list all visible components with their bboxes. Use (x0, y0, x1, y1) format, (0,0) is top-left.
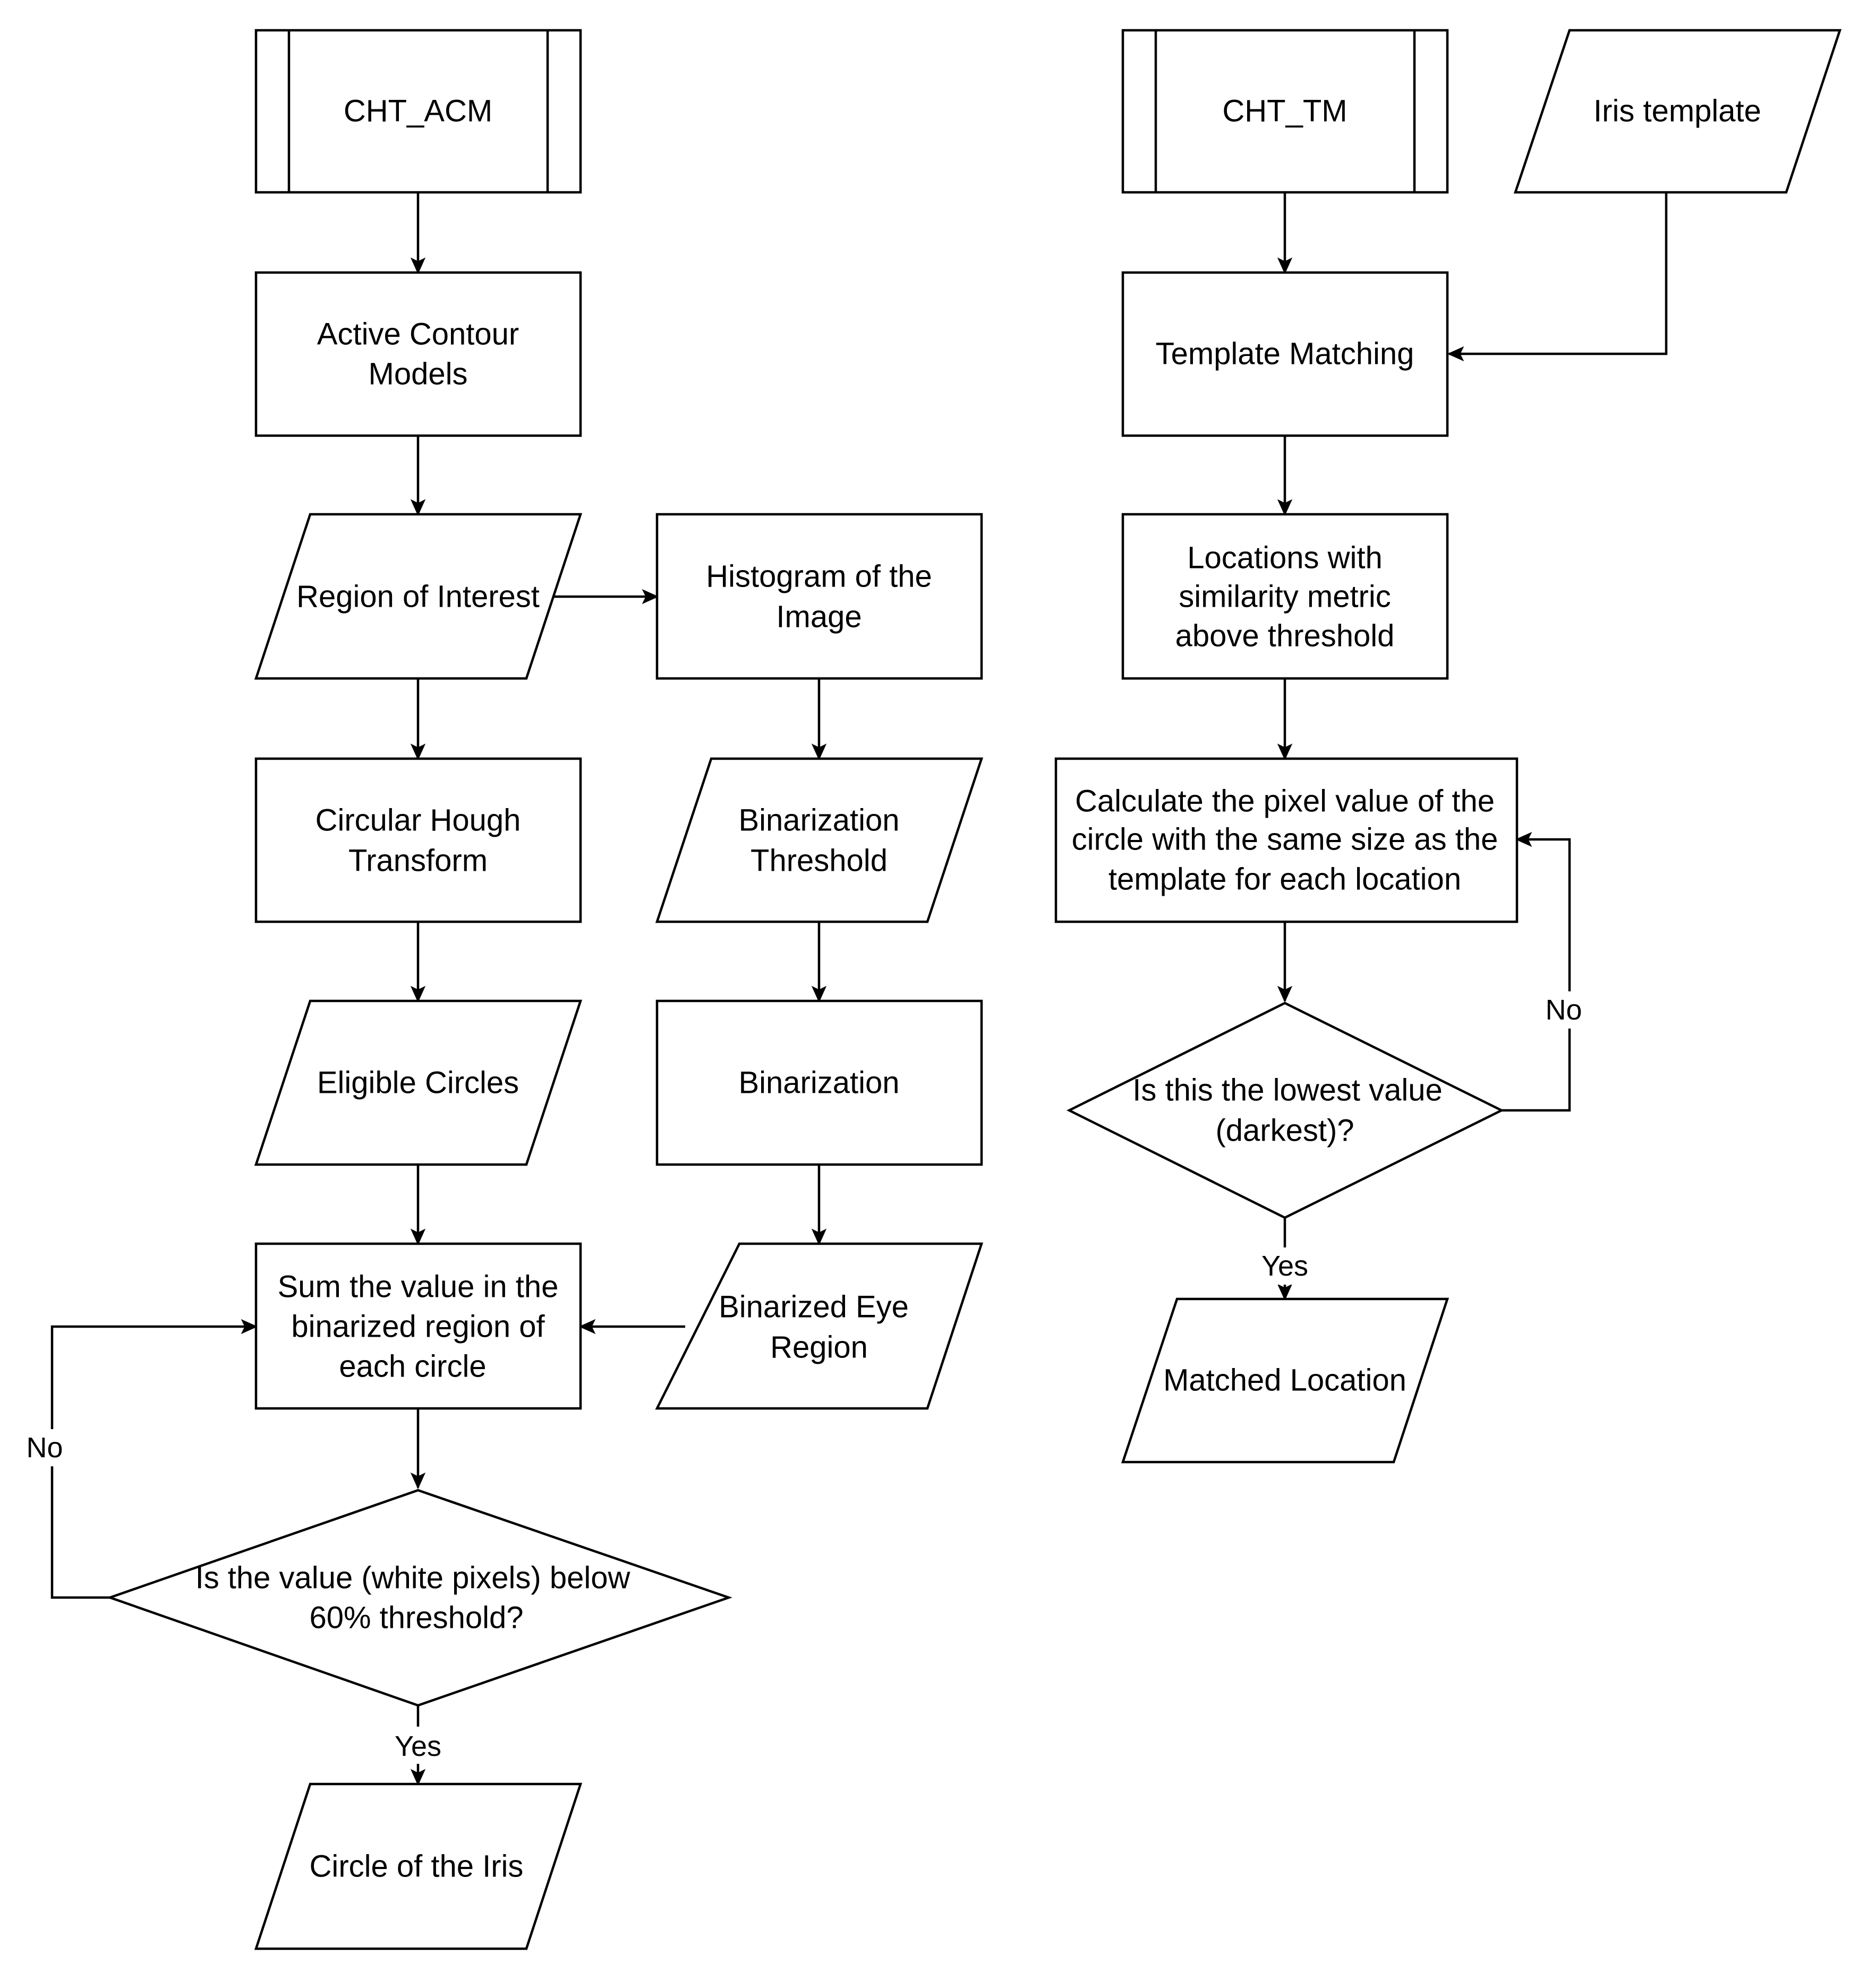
predefined-process-shape (254, 29, 582, 194)
process-shape (254, 271, 582, 437)
edge-label-no-acm: No (26, 1432, 63, 1464)
node-label-line-1: Is the value (white pixels) below (195, 1561, 631, 1595)
node-label: Iris template (1593, 94, 1761, 129)
node-label-line-1: Is this the lowest value (1132, 1073, 1443, 1108)
edge-label-bg (1257, 1247, 1313, 1285)
node-template-matching: Template Matching (1121, 271, 1449, 437)
node-label-line-2: circle with the same size as the (1072, 822, 1498, 857)
data-shape (254, 999, 583, 1166)
node-matched-location: Matched Location (1121, 1297, 1449, 1464)
process-shape (254, 1242, 582, 1410)
process-shape (1121, 513, 1449, 680)
edge-decision-tm-no-to-calculate (1502, 831, 1571, 1112)
node-label-line-1: Binarized Eye (719, 1290, 909, 1324)
node-label-line-2: Models (369, 357, 468, 392)
node-label-line-1: Binarization (738, 803, 899, 838)
node-label: Template Matching (1156, 337, 1414, 371)
decision-shape (1066, 1001, 1505, 1219)
node-label-line-2: 60% threshold? (309, 1601, 523, 1635)
edge-label-yes-acm: Yes (395, 1730, 441, 1762)
node-label: Eligible Circles (317, 1066, 519, 1100)
node-circular-hough-transform: Circular Hough Transform (254, 757, 582, 923)
data-shape (254, 513, 583, 680)
node-label: Binarization (738, 1066, 899, 1100)
data-shape (254, 1782, 583, 1950)
node-label-line-1: Locations with (1187, 541, 1383, 575)
node-label-line-3: above threshold (1175, 619, 1395, 653)
node-label-line-1: Histogram of the (706, 559, 932, 594)
data-shape (1121, 1297, 1449, 1464)
node-label-line-3: template for each location (1108, 862, 1461, 897)
node-label: Region of Interest (296, 580, 540, 614)
node-label-line-1: Circular Hough (315, 803, 521, 838)
node-eligible-circles: Eligible Circles (254, 999, 583, 1166)
node-label-line-2: (darkest)? (1215, 1114, 1354, 1148)
node-circle-of-the-iris: Circle of the Iris (254, 1782, 583, 1950)
node-iris-template: Iris template (1513, 29, 1842, 194)
predefined-process-shape (1121, 29, 1449, 194)
node-label-line-1: Sum the value in the (278, 1270, 559, 1304)
node-label-line-2: Region (770, 1330, 868, 1365)
node-decision-white-pixels: Is the value (white pixels) below 60% th… (106, 1489, 732, 1707)
node-label: Matched Location (1163, 1363, 1406, 1398)
process-shape (655, 513, 983, 680)
node-label-line-2: Image (776, 600, 862, 634)
node-histogram-of-the-image: Histogram of the Image (655, 513, 983, 680)
node-cht-acm: CHT_ACM (254, 29, 582, 194)
node-binarized-eye-region: Binarized Eye Region (655, 1242, 984, 1410)
process-shape (254, 757, 582, 923)
node-binarization: Binarization (655, 999, 983, 1166)
edge-label-no-tm: No (1545, 994, 1582, 1026)
node-label-line-1: Calculate the pixel value of the (1075, 784, 1495, 819)
edge-labels: No Yes No Yes (19, 991, 1600, 1764)
node-label-line-1: Active Contour (317, 317, 519, 352)
node-label-line-3: each circle (339, 1349, 486, 1384)
node-label-line-2: binarized region of (291, 1310, 545, 1344)
node-label: Circle of the Iris (310, 1849, 524, 1884)
node-cht-tm: CHT_TM (1121, 29, 1449, 194)
node-label-line-2: similarity metric (1179, 580, 1391, 614)
data-shape (1513, 29, 1842, 194)
node-decision-lowest-value: Is this the lowest value (darkest)? (1066, 1001, 1505, 1219)
edge-label-bg (1539, 991, 1600, 1029)
data-shape (655, 757, 984, 923)
edge-label-bg (390, 1727, 446, 1764)
node-active-contour-models: Active Contour Models (254, 271, 582, 437)
node-label-line-2: Threshold (751, 844, 888, 878)
node-sum-the-value: Sum the value in the binarized region of… (254, 1242, 582, 1410)
process-shape (1054, 757, 1519, 923)
process-shape (1121, 271, 1449, 437)
edge-label-yes-tm: Yes (1261, 1250, 1308, 1282)
node-label: CHT_TM (1222, 94, 1347, 129)
decision-shape (106, 1489, 732, 1707)
node-locations-with-similarity: Locations with similarity metric above t… (1121, 513, 1449, 680)
node-region-of-interest: Region of Interest (254, 513, 583, 680)
node-label-line-2: Transform (348, 844, 488, 878)
edge-label-bg (19, 1429, 70, 1466)
node-binarization-threshold: Binarization Threshold (655, 757, 984, 923)
node-label: CHT_ACM (344, 94, 492, 129)
edge-iris-template-to-template-matching (1447, 192, 1668, 362)
node-calculate-pixel-value: Calculate the pixel value of the circle … (1054, 757, 1519, 923)
process-shape (655, 999, 983, 1166)
data-shape (655, 1242, 984, 1410)
